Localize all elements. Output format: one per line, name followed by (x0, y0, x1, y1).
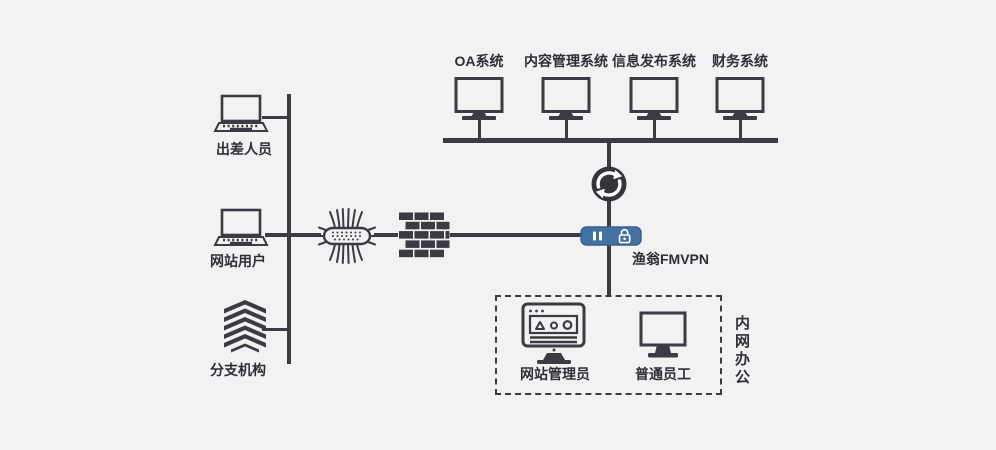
link-branch-stub (262, 328, 289, 331)
desktop-monitor-icon (454, 77, 504, 120)
desktop-monitor-icon (639, 311, 687, 358)
laptop-icon (213, 94, 269, 132)
node-label-traveler: 出差人员 (216, 141, 272, 157)
vpn-gateway-icon (580, 226, 642, 246)
internet-chip-icon (316, 208, 378, 264)
desktop-monitor-icon (541, 77, 591, 120)
system-label-finance: 财务系统 (712, 53, 768, 69)
desktop-monitor-icon (715, 77, 765, 120)
system-label-cms: 内容管理系统 (524, 53, 608, 69)
link-traveler-stub (262, 116, 289, 119)
member-label-admin: 网站管理员 (520, 366, 590, 382)
link-server-bus (443, 138, 778, 143)
firewall-brick-icon (399, 212, 450, 258)
system-label-oa: OA系统 (454, 53, 504, 69)
link-monitor-stem-3 (653, 119, 656, 139)
link-monitor-stem-2 (565, 119, 568, 139)
desktop-monitor-icon (629, 77, 679, 120)
link-firewall-to-vpn (450, 233, 583, 237)
vpn-label: 渔翁FMVPN (632, 251, 709, 267)
laptop-icon (213, 208, 269, 246)
member-label-employee: 普通员工 (635, 366, 691, 382)
node-label-web-user: 网站用户 (210, 253, 266, 269)
building-icon (224, 300, 266, 353)
sync-arrows-icon (591, 166, 627, 202)
intranet-zone-label: 内网办公 (733, 315, 750, 387)
admin-workstation-icon (521, 302, 586, 364)
system-label-publish: 信息发布系统 (612, 53, 696, 69)
link-right-backbone (607, 142, 611, 296)
link-monitor-stem-1 (478, 119, 481, 139)
link-monitor-stem-4 (739, 119, 742, 139)
link-internet-to-firewall (374, 233, 398, 237)
link-left-backbone (287, 94, 291, 364)
link-user-to-internet (265, 233, 321, 237)
intranet-zone-box (495, 295, 722, 395)
node-label-branch: 分支机构 (210, 362, 266, 378)
